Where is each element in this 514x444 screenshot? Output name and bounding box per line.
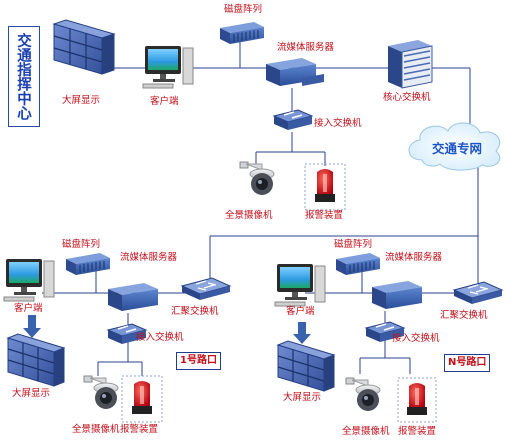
left-camera-label: 全景摄像机 (72, 424, 120, 435)
core-switch-label: 核心交换机 (383, 92, 431, 103)
camera-right (345, 377, 381, 411)
media-server-top (266, 58, 324, 86)
top-camera-label: 全景摄像机 (225, 210, 273, 221)
access-switch-right (364, 321, 406, 342)
right-video-wall-label: 大屏显示 (283, 392, 322, 403)
alarm-top (304, 163, 346, 211)
access-switch-top (272, 109, 314, 130)
client-pc-right (274, 264, 326, 307)
left-disk-array-label: 磁盘阵列 (62, 239, 101, 250)
disk-array-left (66, 253, 110, 275)
video-wall-left (6, 333, 66, 387)
alarm-right (397, 377, 437, 423)
right-access-switch-label: 接入交换机 (392, 333, 440, 344)
media-server-left (108, 283, 158, 311)
right-client-label: 客户端 (286, 306, 315, 317)
right-camera-label: 全景摄像机 (342, 426, 390, 437)
top-access-switch-label: 接入交换机 (314, 118, 362, 129)
right-aggregation-switch-label: 汇聚交换机 (440, 310, 488, 321)
top-video-wall-label: 大屏显示 (62, 95, 101, 106)
video-wall-right (276, 340, 336, 392)
right-intersection-tag: N号路口 (444, 354, 491, 372)
camera-left (83, 375, 119, 409)
traffic-network-label: 交通专网 (432, 141, 483, 156)
left-alarm-label: 报警装置 (120, 424, 159, 435)
traffic-command-center-box: 交通指挥中心 (8, 26, 40, 127)
left-intersection-tag: 1号路口 (176, 352, 221, 370)
video-wall-top (52, 19, 116, 75)
client-pc-top (142, 46, 194, 89)
left-aggregation-switch-label: 汇聚交换机 (171, 306, 219, 317)
client-pc-left (3, 259, 55, 302)
top-alarm-label: 报警装置 (305, 210, 344, 221)
camera-top (239, 161, 275, 195)
disk-array-right (336, 253, 380, 275)
right-media-server-label: 流媒体服务器 (385, 252, 443, 263)
left-client-label: 客户端 (14, 303, 43, 314)
alarm-left (121, 375, 163, 423)
traffic-command-center-label: 交通指挥中心 (15, 33, 31, 120)
top-disk-array-label: 磁盘阵列 (224, 4, 263, 15)
disk-array-top (220, 22, 264, 44)
aggregation-switch-right (452, 281, 504, 304)
left-access-switch-label: 接入交换机 (136, 332, 184, 343)
media-server-right (372, 281, 422, 309)
access-switch-left (106, 323, 148, 344)
right-disk-array-label: 磁盘阵列 (334, 239, 373, 250)
left-video-wall-label: 大屏显示 (12, 388, 51, 399)
core-switch-rack (388, 40, 433, 89)
top-media-server-label: 流媒体服务器 (277, 42, 335, 53)
top-client-label: 客户端 (150, 96, 179, 107)
aggregation-switch-left (180, 277, 232, 300)
cloud-shape (408, 122, 501, 171)
left-media-server-label: 流媒体服务器 (120, 252, 178, 263)
right-alarm-label: 报警装置 (398, 426, 437, 437)
